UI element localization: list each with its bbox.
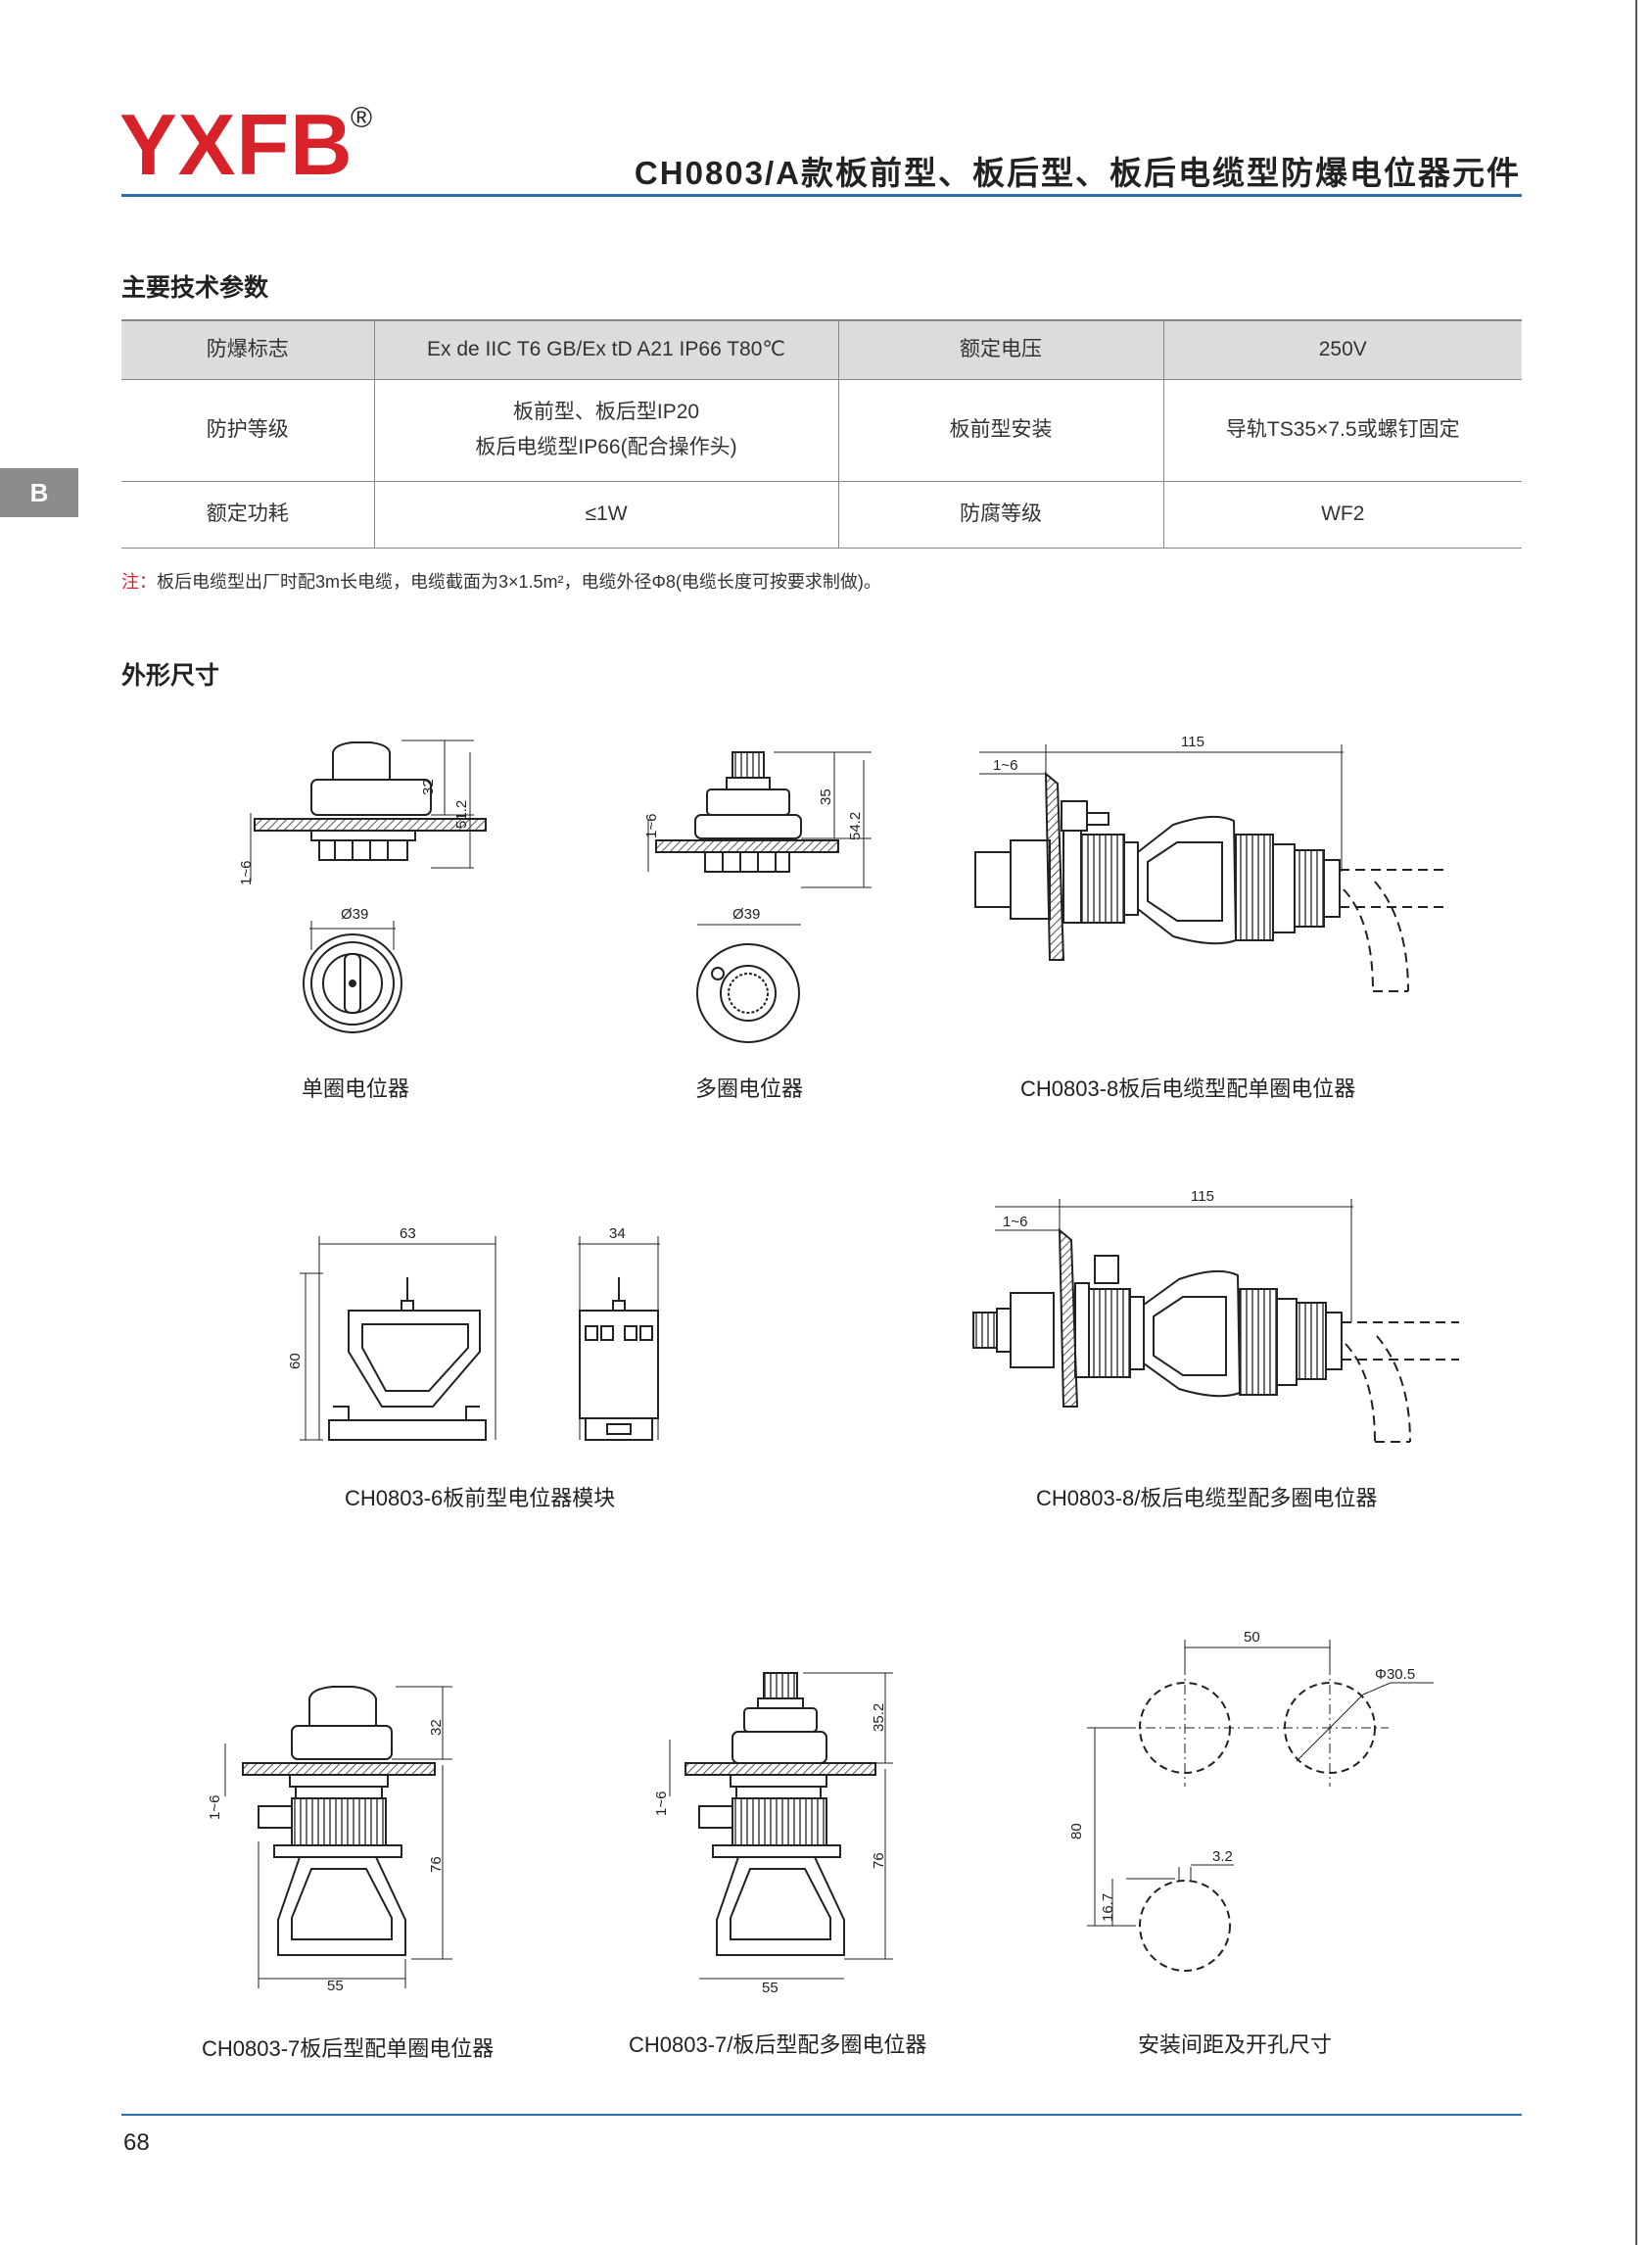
ch0803-8-single-drawing	[974, 744, 1447, 992]
section-tab: B	[0, 468, 78, 517]
dim-label: 55	[327, 1978, 344, 1994]
table-cell: ≤1W	[374, 481, 839, 549]
table-cell: 防爆标志	[121, 319, 375, 380]
page-title: CH0803/A款板前型、板后型、板后电缆型防爆电位器元件	[634, 155, 1521, 191]
mounting-holes-drawing	[1087, 1640, 1434, 1972]
table-cell: 板前型安装	[838, 379, 1164, 482]
page-border	[1635, 0, 1637, 2245]
dim-label: Ø39	[732, 906, 760, 923]
caption-ch0803-8-single: CH0803-8板后电缆型配单圈电位器	[1020, 1076, 1356, 1101]
dim-label: 54.2	[847, 812, 864, 840]
table-cell-line: 板前型、板后型IP20	[512, 401, 700, 423]
table-row: 防爆标志 Ex de IIC T6 GB/Ex tD A21 IP66 T80℃…	[121, 319, 1522, 380]
dim-label: 76	[428, 1856, 445, 1873]
table-cell: 板前型、板后型IP20 板后电缆型IP66(配合操作头)	[374, 379, 839, 482]
dim-label: 115	[1191, 1188, 1214, 1205]
table-cell: 额定功耗	[121, 481, 375, 549]
note-prefix: 注：	[121, 572, 157, 592]
table-cell: Ex de IIC T6 GB/Ex tD A21 IP66 T80℃	[374, 319, 839, 380]
caption-ch0803-6: CH0803-6板前型电位器模块	[345, 1486, 616, 1510]
table-cell: 防护等级	[121, 379, 375, 482]
table-cell: 250V	[1163, 319, 1522, 380]
ch0803-7-multi-drawing	[669, 1672, 893, 1980]
dim-label: 51.2	[453, 800, 470, 829]
table-row: 防护等级 板前型、板后型IP20 板后电缆型IP66(配合操作头) 板前型安装 …	[121, 379, 1522, 482]
dim-label: 32	[420, 779, 437, 795]
ch0803-7-single-drawing	[224, 1686, 452, 1988]
brand-logo: YXFB	[119, 96, 354, 193]
table-note: 注：板后电缆型出厂时配3m长电缆，电缆截面为3×1.5m²，电缆外径Φ8(电缆长…	[121, 568, 881, 594]
dim-label: 1~6	[643, 814, 660, 838]
caption-multi-turn: 多圈电位器	[695, 1076, 804, 1101]
note-text: 板后电缆型出厂时配3m长电缆，电缆截面为3×1.5m²，电缆外径Φ8(电缆长度可…	[157, 572, 881, 592]
caption-single-turn: 单圈电位器	[302, 1076, 410, 1101]
dim-label: 3.2	[1212, 1848, 1233, 1865]
table-cell: 导轨TS35×7.5或螺钉固定	[1163, 379, 1522, 482]
spec-table: 防爆标志 Ex de IIC T6 GB/Ex tD A21 IP66 T80℃…	[121, 319, 1522, 549]
dimensions-section-title: 外形尺寸	[121, 662, 220, 690]
dim-label: 1~6	[238, 861, 255, 885]
registered-mark: ®	[351, 102, 373, 134]
page-number: 68	[123, 2129, 150, 2156]
dim-label: 35	[818, 788, 834, 805]
footer-rule	[121, 2114, 1522, 2116]
caption-ch0803-7-multi: CH0803-7/板后型配多圈电位器	[629, 2032, 927, 2057]
caption-mounting: 安装间距及开孔尺寸	[1138, 2032, 1333, 2057]
dim-label: 1~6	[653, 1791, 670, 1816]
dim-label: 115	[1181, 734, 1204, 750]
table-cell: WF2	[1163, 481, 1522, 549]
single-turn-drawing	[250, 740, 487, 1033]
table-cell-line: 板后电缆型IP66(配合操作头)	[475, 436, 737, 458]
dim-label: 1~6	[1003, 1214, 1027, 1230]
multi-turn-drawing	[647, 751, 872, 1043]
dim-label: 60	[287, 1353, 304, 1369]
caption-ch0803-7-single: CH0803-7板后型配单圈电位器	[202, 2036, 495, 2061]
dim-label: Ø39	[341, 906, 368, 923]
table-row: 额定功耗 ≤1W 防腐等级 WF2	[121, 481, 1522, 549]
ch0803-8-multi-drawing	[972, 1199, 1459, 1443]
dim-label: 63	[400, 1225, 416, 1242]
dim-label: Φ30.5	[1375, 1666, 1415, 1683]
dim-label: 50	[1244, 1629, 1260, 1646]
table-cell: 额定电压	[838, 319, 1164, 380]
caption-ch0803-8-multi: CH0803-8/板后电缆型配多圈电位器	[1036, 1486, 1378, 1510]
header-rule	[121, 194, 1522, 197]
dim-label: 35.2	[871, 1703, 887, 1732]
dim-label: 76	[871, 1852, 887, 1869]
spec-section-title: 主要技术参数	[121, 274, 269, 302]
table-cell: 防腐等级	[838, 481, 1164, 549]
dimension-labels: 32 51.2 1~6 Ø39 1~6 35 54.2 Ø39 115 1~6 …	[207, 734, 1415, 1996]
dim-label: 1~6	[207, 1795, 223, 1820]
dim-label: 34	[609, 1225, 626, 1242]
dim-label: 55	[762, 1980, 779, 1996]
dim-label: 1~6	[993, 757, 1017, 774]
ch0803-6-drawing	[300, 1236, 660, 1441]
dim-label: 80	[1068, 1823, 1085, 1839]
dim-label: 32	[428, 1719, 445, 1736]
dim-label: 16.7	[1100, 1893, 1116, 1922]
